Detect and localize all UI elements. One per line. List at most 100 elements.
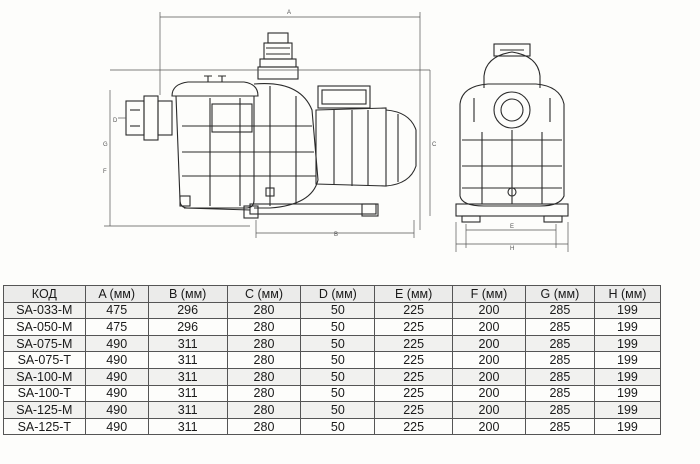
dimension-cell: 285 xyxy=(524,384,595,403)
column-header: КОД xyxy=(3,285,86,303)
dimension-cell: 490 xyxy=(84,334,149,353)
dimension-cell: 311 xyxy=(147,351,228,369)
table-header-row: КОД A (мм) B (мм) C (мм) D (мм) E (мм) F… xyxy=(3,285,662,303)
dimension-cell: 199 xyxy=(593,351,662,369)
dimension-cell: 280 xyxy=(226,384,302,403)
dimension-cell: 200 xyxy=(452,334,526,353)
model-code-cell: SA-100-M xyxy=(3,367,86,386)
column-header: B (мм) xyxy=(147,285,228,303)
dimension-cell: 285 xyxy=(524,334,595,353)
dimension-cell: 490 xyxy=(84,401,149,419)
dimension-cell: 490 xyxy=(84,351,149,369)
dimension-cell: 225 xyxy=(374,334,454,353)
dimension-cell: 225 xyxy=(374,417,454,436)
pump-side-view xyxy=(125,32,417,219)
dimension-cell: 280 xyxy=(226,334,302,353)
dimension-cell: 50 xyxy=(300,301,376,320)
pump-dimensions-table: КОД A (мм) B (мм) C (мм) D (мм) E (мм) F… xyxy=(3,285,662,436)
dimension-cell: 285 xyxy=(524,301,595,320)
model-code-cell: SA-075-T xyxy=(3,351,86,369)
dimension-cell: 199 xyxy=(593,401,662,419)
dimension-cell: 285 xyxy=(524,318,595,336)
dimension-cell: 225 xyxy=(374,401,454,419)
dimension-cell: 50 xyxy=(300,384,376,403)
dimension-cell: 280 xyxy=(226,318,302,336)
dimension-cell: 311 xyxy=(147,334,228,353)
dimension-cell: 50 xyxy=(300,401,376,419)
dimension-cell: 200 xyxy=(452,417,526,436)
dimension-cell: 296 xyxy=(147,301,228,320)
dimension-cell: 199 xyxy=(593,334,662,353)
dimension-cell: 280 xyxy=(226,367,302,386)
pump-front-view xyxy=(455,43,569,223)
model-code-cell: SA-075-M xyxy=(3,334,86,353)
dimension-cell: 199 xyxy=(593,301,662,320)
dimension-cell: 285 xyxy=(524,351,595,369)
column-header: D (мм) xyxy=(300,285,376,303)
dimension-cell: 280 xyxy=(226,417,302,436)
dimension-cell: 225 xyxy=(374,351,454,369)
dimension-cell: 50 xyxy=(300,318,376,336)
side-dimension-lines xyxy=(104,12,431,238)
model-code-cell: SA-125-M xyxy=(3,401,86,419)
dimension-cell: 200 xyxy=(452,384,526,403)
dimension-cell: 225 xyxy=(374,318,454,336)
model-code-cell: SA-125-T xyxy=(3,417,86,436)
dimension-cell: 280 xyxy=(226,351,302,369)
dim-label-a: A xyxy=(287,10,291,16)
dimension-cell: 200 xyxy=(452,351,526,369)
dimension-labels: A B C D E F G H xyxy=(103,10,514,252)
dimension-cell: 199 xyxy=(593,367,662,386)
column-header: E (мм) xyxy=(374,285,454,303)
dimension-cell: 225 xyxy=(374,367,454,386)
dim-label-f: F xyxy=(103,169,107,175)
dimension-cell: 285 xyxy=(524,401,595,419)
dimension-cell: 200 xyxy=(452,367,526,386)
dimension-cell: 50 xyxy=(300,334,376,353)
dimension-cell: 285 xyxy=(524,417,595,436)
dim-label-c: C xyxy=(432,142,437,148)
dimension-cell: 280 xyxy=(226,301,302,320)
dimension-cell: 490 xyxy=(84,384,149,403)
dimension-cell: 285 xyxy=(524,367,595,386)
dimension-cell: 50 xyxy=(300,367,376,386)
dimension-cell: 200 xyxy=(452,401,526,419)
dimension-cell: 225 xyxy=(374,301,454,320)
dimension-cell: 50 xyxy=(300,351,376,369)
dimension-cell: 490 xyxy=(84,367,149,386)
dimension-cell: 200 xyxy=(452,318,526,336)
dim-label-e: E xyxy=(510,224,514,230)
model-code-cell: SA-100-T xyxy=(3,384,86,403)
dimension-cell: 311 xyxy=(147,417,228,436)
column-header: A (мм) xyxy=(84,285,149,303)
model-code-cell: SA-033-M xyxy=(3,301,86,320)
column-header: H (мм) xyxy=(593,285,662,303)
column-header: G (мм) xyxy=(524,285,595,303)
dimension-cell: 311 xyxy=(147,367,228,386)
dimension-cell: 200 xyxy=(452,301,526,320)
column-header: C (мм) xyxy=(226,285,302,303)
dimension-cell: 199 xyxy=(593,417,662,436)
dim-label-b: B xyxy=(334,232,338,238)
column-header: F (мм) xyxy=(452,285,526,303)
dimension-cell: 311 xyxy=(147,401,228,419)
front-dimension-lines xyxy=(455,222,569,252)
model-code-cell: SA-050-M xyxy=(3,318,86,336)
pump-technical-drawing: A B C D E F G H xyxy=(103,10,569,252)
dimension-cell: 311 xyxy=(147,384,228,403)
dimension-cell: 225 xyxy=(374,384,454,403)
dim-label-h: H xyxy=(510,246,514,252)
dim-label-d: D xyxy=(113,118,118,124)
dim-label-g: G xyxy=(103,142,108,148)
dimension-cell: 475 xyxy=(84,301,149,320)
dimension-cell: 490 xyxy=(84,417,149,436)
